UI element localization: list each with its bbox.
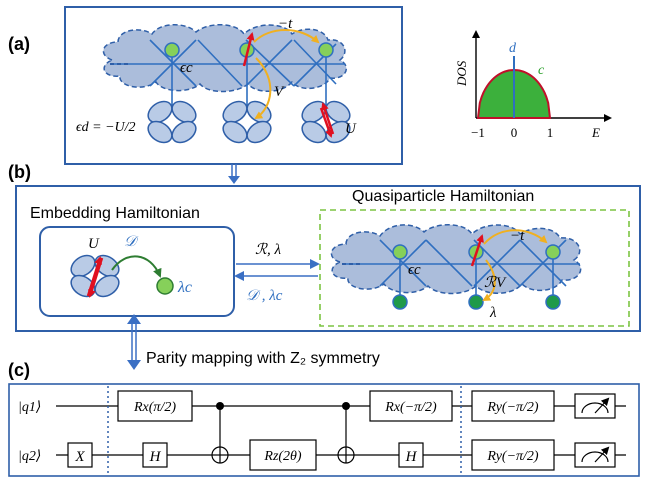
dos-tick: 1 (547, 125, 554, 140)
panel-a-frame (64, 6, 403, 165)
dos-tick: −1 (471, 125, 485, 140)
lattice-node (164, 42, 180, 58)
embedding-box (39, 226, 235, 317)
hopping-arrow (253, 29, 320, 44)
hopping-label: −t (278, 16, 293, 32)
gate-h (142, 442, 168, 468)
gate-rx-pos-label: Rx(π/2) (133, 400, 176, 415)
panel-label-a: (a) (8, 34, 30, 54)
measurement-icon (574, 393, 616, 419)
eps-d-equation: ϵd = −U/2 (76, 120, 136, 135)
spin-arrow (87, 257, 104, 298)
qubit-label-q1: |q1⟩ (18, 400, 41, 415)
lambda-label: λ (489, 305, 497, 321)
bath-site (545, 294, 561, 310)
gate-h-label: H (149, 449, 162, 465)
dos-label-c: c (538, 63, 545, 78)
gate-rz-label: Rz(2θ) (263, 449, 302, 464)
hopping-arrow (483, 229, 548, 245)
quasiparticle-title: Quasiparticle Hamiltonian (352, 188, 534, 205)
lattice-node (545, 244, 561, 260)
embed-D-label: 𝒟 (124, 234, 139, 250)
gate-rx-pos (117, 390, 193, 422)
gate-rx-neg (369, 390, 453, 422)
forward-label: ℛ, λ (255, 242, 281, 258)
RV-label: ℛV (484, 275, 507, 291)
hybridization-arrow (254, 57, 272, 120)
embed-U-label: U (88, 236, 100, 252)
panel-label-b: (b) (8, 162, 31, 182)
bath-site (392, 294, 408, 310)
embed-coupling-arrow (111, 255, 162, 278)
cnot-control (216, 402, 224, 410)
hopping-label: −t (510, 228, 525, 244)
quasiparticle-box (319, 209, 630, 327)
spin-arrow (242, 32, 255, 67)
hybridization-label: V (274, 84, 285, 100)
lattice-node (318, 42, 334, 58)
spin-arrow (470, 234, 484, 267)
lambda-c-label: λc (177, 279, 192, 296)
eps-c-label: ϵc (180, 60, 193, 76)
svg-text:ϵd = −U/2: ϵd = −U/2 (76, 120, 136, 135)
gate-x-label: X (74, 449, 85, 465)
renormalized-hyb-arrow (482, 259, 496, 301)
gate-rx-neg-label: Rx(−π/2) (384, 400, 437, 415)
interaction-label: U (345, 121, 357, 137)
gate-ry (471, 390, 555, 422)
panel-c-frame (8, 383, 640, 477)
embedding-title: Embedding Hamiltonian (30, 205, 200, 222)
parity-mapping-text: Parity mapping with Z₂ symmetry (146, 350, 380, 367)
dos-ylabel: DOS (454, 60, 469, 87)
cnot-control (342, 402, 350, 410)
quasiparticle-cloud (330, 224, 582, 295)
eps-c-label: ϵc (408, 262, 421, 278)
dos-tick: 0 (511, 125, 518, 140)
gate-x (67, 442, 93, 468)
dos-plot: DOS d c −1 0 1 E (454, 30, 612, 140)
spin-arrow (321, 102, 335, 135)
panel-b-frame (15, 185, 641, 332)
gate-rz (249, 439, 317, 471)
gate-h (398, 442, 424, 468)
backward-label: 𝒟 , λc (246, 288, 283, 304)
dos-xlabel: E (591, 125, 600, 140)
gate-ry-label: Ry(−π/2) (486, 449, 539, 464)
panel-label-c: (c) (8, 360, 30, 380)
dos-label-d: d (509, 41, 517, 56)
lattice-node (392, 244, 408, 260)
measurement-icon (574, 442, 616, 468)
qubit-label-q2: |q2⟩ (18, 449, 41, 464)
lattice-cloud (102, 24, 348, 93)
gate-h-label: H (405, 449, 418, 465)
bath-site (468, 294, 484, 310)
gate-ry-label: Ry(−π/2) (486, 400, 539, 415)
bath-site (156, 277, 174, 295)
spin-arrow (319, 107, 333, 138)
gate-ry (471, 439, 555, 471)
